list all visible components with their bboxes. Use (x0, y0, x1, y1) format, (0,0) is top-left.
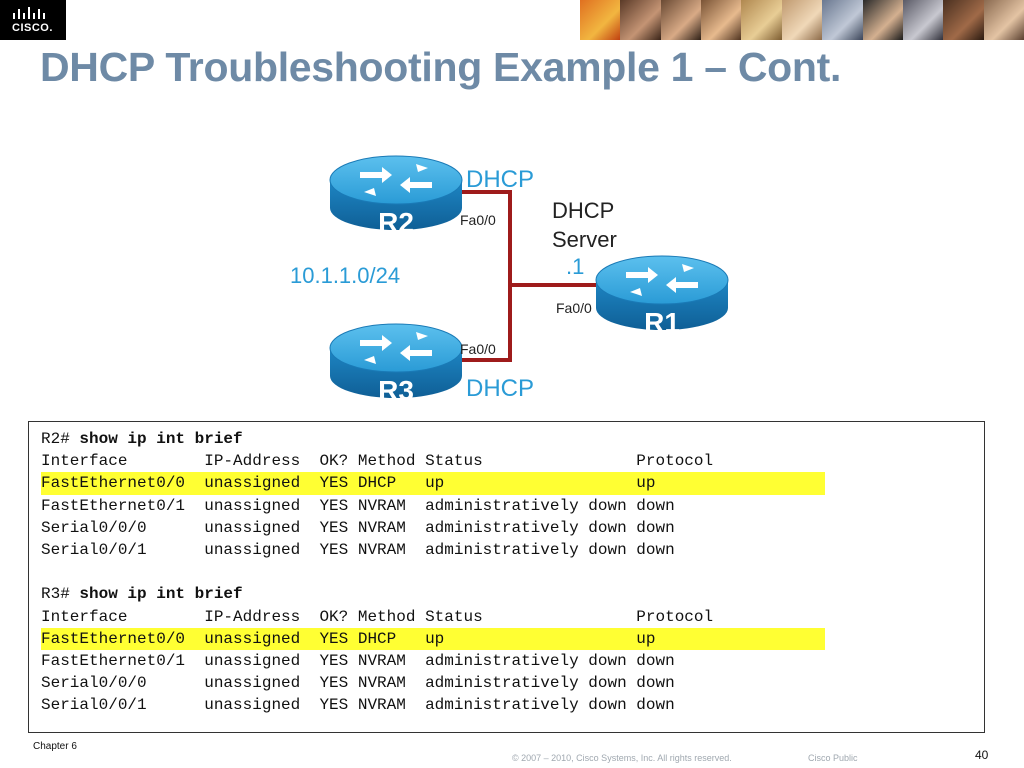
cli-row: FastEthernet0/1 unassigned YES NVRAM adm… (41, 496, 675, 515)
cli-row: Serial0/0/1 unassigned YES NVRAM adminis… (41, 696, 675, 715)
footer-copyright: © 2007 – 2010, Cisco Systems, Inc. All r… (512, 753, 732, 763)
cli-row-highlighted: FastEthernet0/0 unassigned YES DHCP up u… (41, 627, 825, 650)
cli-output-box: R2# show ip int brief Interface IP-Addre… (28, 421, 985, 733)
photo-tile (580, 0, 621, 40)
router-arrows-icon (360, 332, 432, 364)
footer-classification: Cisco Public (808, 753, 858, 763)
cli-prompt: R3# (41, 585, 80, 604)
router-arrows-icon (626, 264, 698, 296)
header-bar: CISCO. (0, 0, 1024, 40)
photo-tile (983, 0, 1024, 40)
router-r2: R2 (329, 155, 463, 238)
cisco-logo: CISCO. (0, 0, 66, 40)
cisco-bars-icon (13, 7, 45, 19)
photo-tile (822, 0, 863, 40)
photo-tile (620, 0, 661, 40)
photo-tile (660, 0, 702, 40)
router-r3-label: R3 (378, 375, 414, 406)
r2-interface-label: Fa0/0 (460, 212, 496, 228)
network-address-label: 10.1.1.0/24 (290, 263, 400, 288)
router-r1: R1 (595, 255, 729, 338)
footer-chapter: Chapter 6 (33, 741, 77, 752)
cli-table-header: Interface IP-Address OK? Method Status P… (41, 452, 714, 471)
footer-page-number: 40 (975, 748, 989, 762)
router-arrows-icon (360, 164, 432, 196)
router-r3: R3 (329, 323, 463, 406)
cli-prompt: R2# (41, 430, 80, 448)
cli-output-text: R2# show ip int brief Interface IP-Addre… (41, 428, 825, 716)
cli-command: show ip int brief (79, 430, 243, 448)
r3-interface-label: Fa0/0 (460, 341, 496, 357)
cli-command-line: R2# show ip int brief (41, 428, 825, 450)
cli-blank-line (41, 561, 825, 583)
photo-tile (701, 0, 742, 40)
cli-row: FastEthernet0/1 unassigned YES NVRAM adm… (41, 651, 675, 670)
r1-interface-label: Fa0/0 (556, 300, 592, 316)
cli-row: Serial0/0/0 unassigned YES NVRAM adminis… (41, 674, 675, 693)
dhcp-server-label-line1: DHCP (552, 198, 614, 223)
photo-tile (781, 0, 823, 40)
network-links (458, 190, 610, 362)
r3-dhcp-label: DHCP (466, 375, 534, 402)
cli-table-header: Interface IP-Address OK? Method Status P… (41, 607, 714, 626)
cli-row: Serial0/0/1 unassigned YES NVRAM adminis… (41, 540, 675, 559)
cli-command-line: R3# show ip int brief (41, 583, 825, 605)
people-photo-strip (580, 0, 1024, 40)
photo-tile (741, 0, 782, 40)
photo-tile (902, 0, 944, 40)
network-topology-diagram: R2 R3 R1 DHCP DHCP Fa0/0 Fa0/0 Fa0/0 DHC… (290, 155, 729, 406)
dhcp-server-label-line2: Server (552, 227, 617, 252)
photo-tile (943, 0, 984, 40)
photo-tile (862, 0, 903, 40)
cli-row: Serial0/0/0 unassigned YES NVRAM adminis… (41, 518, 675, 537)
server-host-address: .1 (566, 254, 584, 279)
slide-title: DHCP Troubleshooting Example 1 – Cont. (40, 44, 842, 90)
cli-row-highlighted: FastEthernet0/0 unassigned YES DHCP up u… (41, 472, 825, 495)
cisco-logo-text: CISCO. (12, 22, 53, 34)
router-r1-label: R1 (644, 307, 680, 338)
cli-command: show ip int brief (79, 585, 243, 604)
r2-dhcp-label: DHCP (466, 166, 534, 193)
router-r2-label: R2 (378, 207, 414, 238)
